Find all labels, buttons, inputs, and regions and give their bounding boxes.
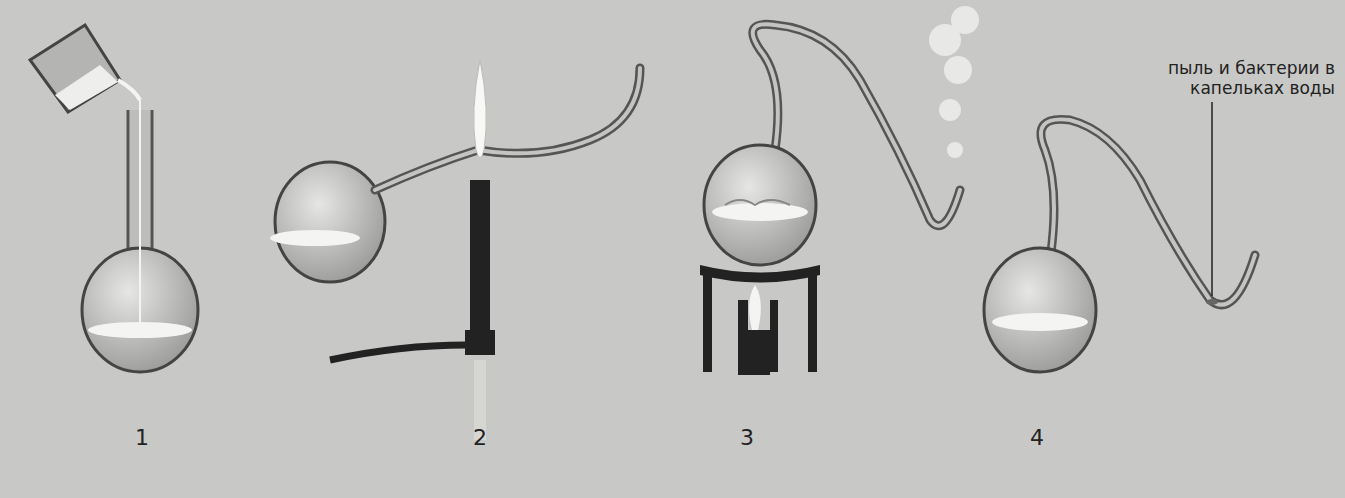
panel-number: 4 — [1030, 425, 1044, 450]
flask-4 — [984, 102, 1255, 372]
flask-2 — [270, 68, 640, 282]
beaker — [30, 25, 140, 112]
panel-number: 2 — [473, 425, 487, 450]
flask-1 — [82, 100, 198, 372]
panel-number: 1 — [135, 425, 149, 450]
leader-line — [1211, 102, 1213, 296]
panel-number: 3 — [740, 425, 754, 450]
steam — [929, 6, 979, 158]
annotation-label: пыль и бактерии в капельках воды — [1155, 58, 1335, 98]
burner-2 — [330, 60, 495, 440]
flask-3 — [704, 24, 960, 265]
tripod-burner — [700, 265, 820, 375]
